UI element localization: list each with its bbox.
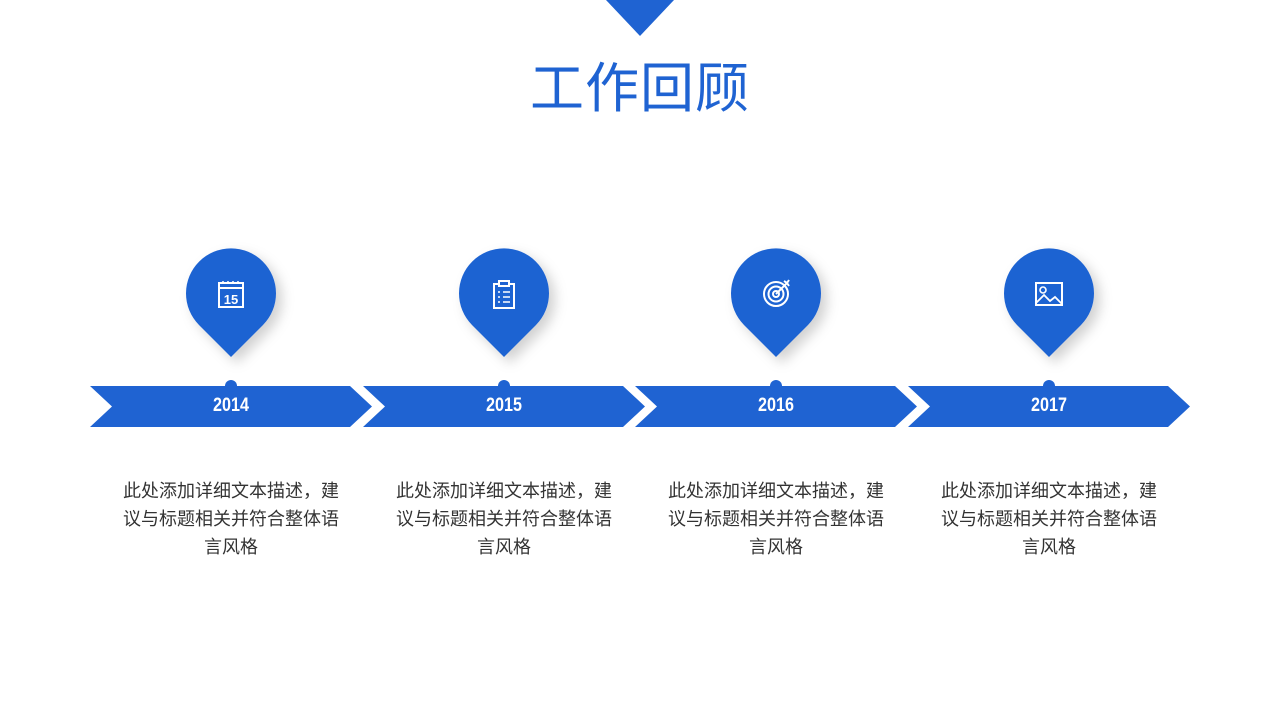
timeline-arrow-segment [908, 386, 1190, 427]
timeline-arrow-segment [363, 386, 645, 427]
page-title: 工作回顾 [530, 57, 750, 120]
map-pin-marker [1003, 248, 1095, 357]
timeline-arrow-segment [635, 386, 917, 427]
calendar-icon: 15 [218, 281, 244, 308]
map-pin-marker [186, 248, 276, 357]
clipboard-icon [493, 280, 515, 309]
timeline-dot [1043, 380, 1055, 392]
image-icon [1035, 282, 1063, 306]
calendar-icon-text: 15 [224, 292, 238, 307]
target-icon [763, 279, 790, 307]
description-text: 此处添加详细文本描述，建议与标题相关并符合整体语言风格 [123, 481, 339, 558]
description-text: 此处添加详细文本描述，建议与标题相关并符合整体语言风格 [668, 481, 884, 558]
description-text: 此处添加详细文本描述，建议与标题相关并符合整体语言风格 [396, 481, 612, 558]
map-pin-marker [731, 248, 821, 357]
timeline-arrow-segment [90, 386, 372, 427]
year-label: 2015 [486, 395, 522, 416]
year-label: 2016 [758, 395, 794, 416]
year-label: 2017 [1031, 395, 1067, 416]
description-text: 此处添加详细文本描述，建议与标题相关并符合整体语言风格 [941, 481, 1157, 558]
year-label: 2014 [213, 395, 249, 416]
top-triangle-decoration [606, 0, 674, 36]
timeline-dot [498, 380, 510, 392]
timeline-dot [225, 380, 237, 392]
timeline-dot [770, 380, 782, 392]
